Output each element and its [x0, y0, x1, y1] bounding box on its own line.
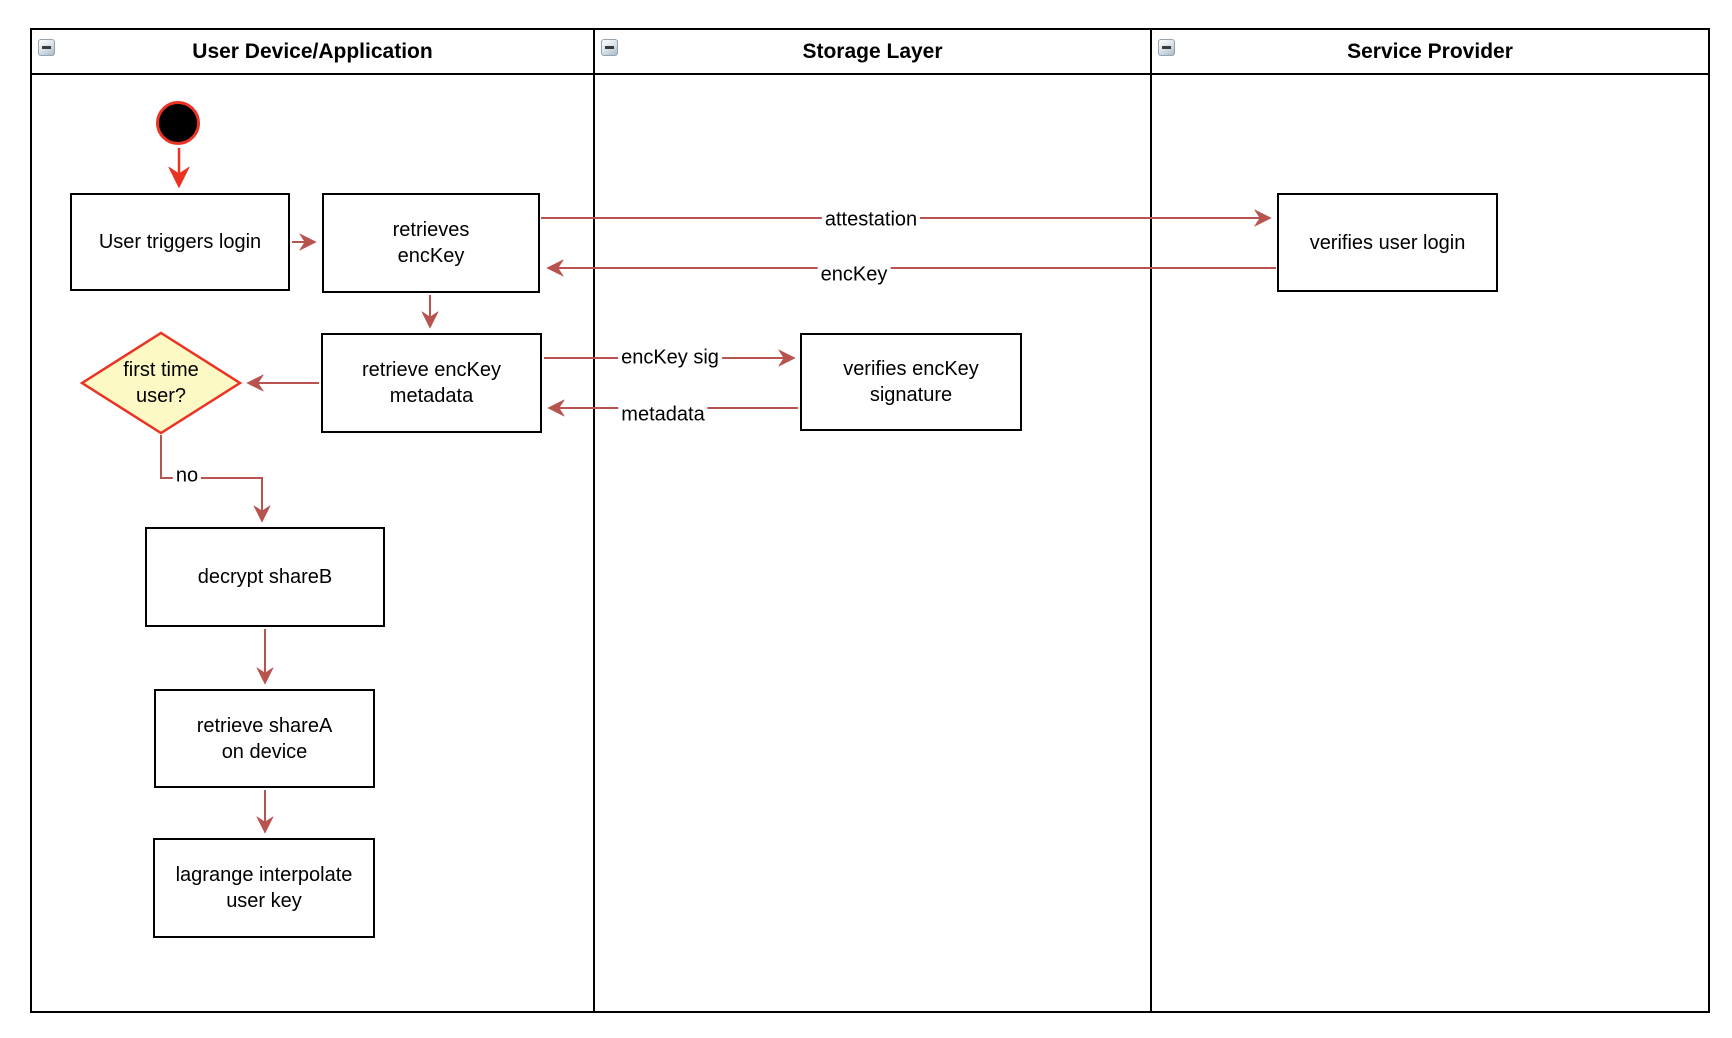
node-lagrange-interpolate: lagrange interpolate user key: [153, 838, 375, 938]
node-retrieves-enckey: retrieves encKey: [322, 193, 540, 293]
lane-header-row: User Device/Application Storage Layer Se…: [32, 30, 1708, 75]
edge-label-enckey: encKey: [817, 263, 891, 287]
lane-header-storage-layer: Storage Layer: [595, 30, 1150, 73]
node-verifies-enckey-signature: verifies encKey signature: [800, 333, 1022, 431]
lane-divider-1: [593, 30, 595, 1011]
collapse-minus-icon[interactable]: [38, 39, 55, 56]
node-user-triggers-login: User triggers login: [70, 193, 290, 291]
collapse-minus-icon[interactable]: [1158, 39, 1175, 56]
minus-glyph: [1162, 46, 1171, 49]
swimlane-pool: User Device/Application Storage Layer Se…: [30, 28, 1710, 1013]
edge-label-attestation: attestation: [821, 208, 921, 232]
start-state: [156, 101, 200, 145]
edge-label-no: no: [172, 464, 202, 488]
lane-title: User Device/Application: [192, 39, 433, 63]
lane-header-service-provider: Service Provider: [1152, 30, 1708, 73]
lane-title: Service Provider: [1347, 39, 1513, 63]
node-verifies-user-login: verifies user login: [1277, 193, 1498, 292]
edge-label-metadata: metadata: [618, 403, 708, 427]
lane-divider-2: [1150, 30, 1152, 1011]
lane-header-user-device: User Device/Application: [32, 30, 593, 73]
edge-label-enckey-sig: encKey sig: [618, 346, 722, 370]
decision-first-time-user: first time user?: [123, 359, 199, 407]
node-retrieve-enckey-metadata: retrieve encKey metadata: [321, 333, 542, 433]
lane-title: Storage Layer: [802, 39, 943, 63]
minus-glyph: [42, 46, 51, 49]
node-decrypt-shareb: decrypt shareB: [145, 527, 385, 627]
collapse-minus-icon[interactable]: [601, 39, 618, 56]
minus-glyph: [605, 46, 614, 49]
node-retrieve-sharea: retrieve shareA on device: [154, 689, 375, 788]
